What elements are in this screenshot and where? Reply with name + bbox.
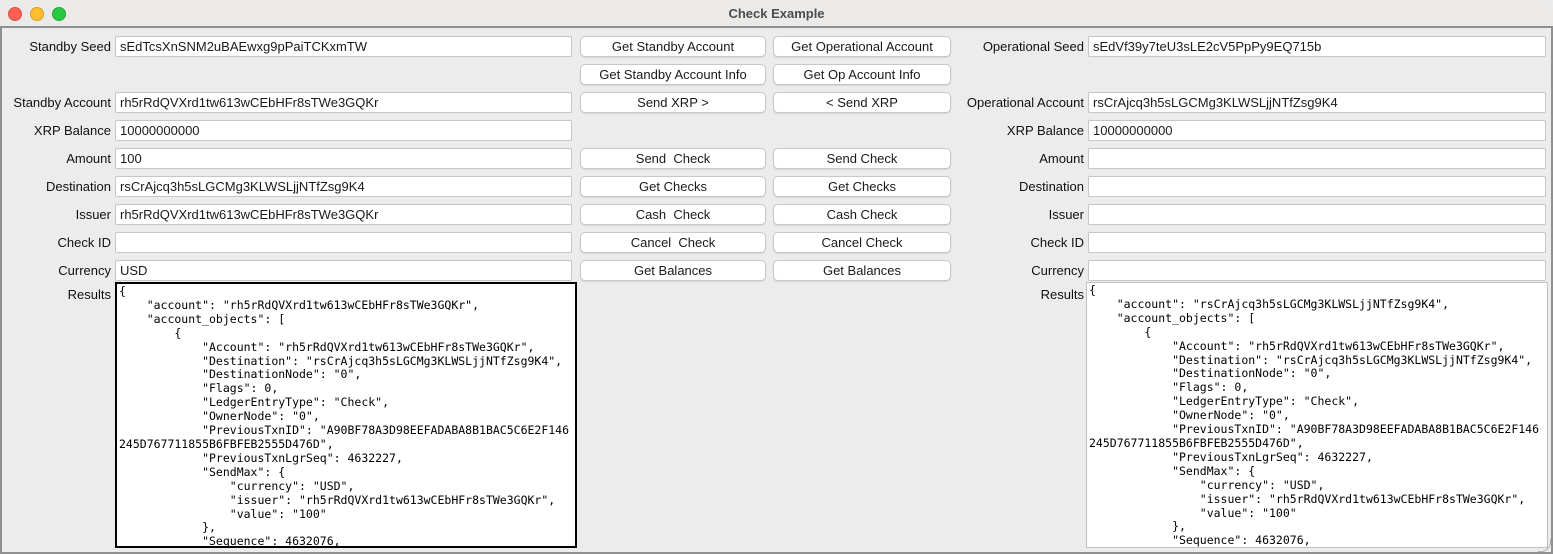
close-icon[interactable]	[8, 7, 22, 21]
operational-seed-label: Operational Seed	[982, 39, 1084, 54]
standby-seed-label: Standby Seed	[29, 39, 111, 54]
resize-grip[interactable]	[1538, 539, 1551, 552]
operational-cancel-check-button[interactable]: Cancel Check	[773, 232, 951, 253]
standby-destination-label: Destination	[45, 179, 111, 194]
standby-send-xrp-button[interactable]: Send XRP >	[580, 92, 766, 113]
standby-issuer-label: Issuer	[75, 207, 111, 222]
standby-issuer-input[interactable]	[115, 204, 572, 225]
standby-account-input[interactable]	[115, 92, 572, 113]
operational-check-id-label: Check ID	[1030, 235, 1084, 250]
operational-xrp-balance-label: XRP Balance	[1006, 123, 1084, 138]
zoom-icon[interactable]	[52, 7, 66, 21]
title-bar: Check Example	[0, 0, 1553, 28]
standby-xrp-balance-input[interactable]	[115, 120, 572, 141]
standby-seed-input[interactable]	[115, 36, 572, 57]
operational-destination-input[interactable]	[1088, 176, 1546, 197]
standby-currency-input[interactable]	[115, 260, 572, 281]
operational-currency-input[interactable]	[1088, 260, 1546, 281]
standby-cash-check-button[interactable]: Cash Check	[580, 204, 766, 225]
operational-send-check-button[interactable]: Send Check	[773, 148, 951, 169]
operational-get-checks-button[interactable]: Get Checks	[773, 176, 951, 197]
operational-cash-check-button[interactable]: Cash Check	[773, 204, 951, 225]
standby-amount-input[interactable]	[115, 148, 572, 169]
operational-amount-label: Amount	[1039, 151, 1084, 166]
standby-results-label: Results	[67, 287, 111, 302]
standby-destination-input[interactable]	[115, 176, 572, 197]
operational-get-balances-button[interactable]: Get Balances	[773, 260, 951, 281]
operational-seed-input[interactable]	[1088, 36, 1546, 57]
operational-destination-label: Destination	[1018, 179, 1084, 194]
standby-cancel-check-button[interactable]: Cancel Check	[580, 232, 766, 253]
window-title: Check Example	[728, 6, 825, 21]
standby-amount-label: Amount	[66, 151, 111, 166]
get-op-account-info-button[interactable]: Get Op Account Info	[773, 64, 951, 85]
operational-account-label: Operational Account	[966, 95, 1084, 110]
standby-currency-label: Currency	[58, 263, 111, 278]
standby-check-id-input[interactable]	[115, 232, 572, 253]
traffic-lights	[8, 7, 66, 21]
standby-check-id-label: Check ID	[57, 235, 111, 250]
standby-send-check-button[interactable]: Send Check	[580, 148, 766, 169]
operational-results-box[interactable]: { "account": "rsCrAjcq3h5sLGCMg3KLWSLjjN…	[1086, 282, 1548, 548]
get-standby-account-info-button[interactable]: Get Standby Account Info	[580, 64, 766, 85]
operational-issuer-label: Issuer	[1048, 207, 1084, 222]
operational-currency-label: Currency	[1031, 263, 1084, 278]
operational-xrp-balance-input[interactable]	[1088, 120, 1546, 141]
get-operational-account-button[interactable]: Get Operational Account	[773, 36, 951, 57]
operational-results-label: Results	[1040, 287, 1084, 302]
operational-account-input[interactable]	[1088, 92, 1546, 113]
operational-issuer-input[interactable]	[1088, 204, 1546, 225]
standby-xrp-balance-label: XRP Balance	[33, 123, 111, 138]
minimize-icon[interactable]	[30, 7, 44, 21]
standby-get-checks-button[interactable]: Get Checks	[580, 176, 766, 197]
operational-amount-input[interactable]	[1088, 148, 1546, 169]
standby-get-balances-button[interactable]: Get Balances	[580, 260, 766, 281]
standby-account-label: Standby Account	[13, 95, 111, 110]
operational-send-xrp-button[interactable]: < Send XRP	[773, 92, 951, 113]
standby-results-box[interactable]: { "account": "rh5rRdQVXrd1tw613wCEbHFr8s…	[115, 282, 577, 548]
get-standby-account-button[interactable]: Get Standby Account	[580, 36, 766, 57]
operational-check-id-input[interactable]	[1088, 232, 1546, 253]
